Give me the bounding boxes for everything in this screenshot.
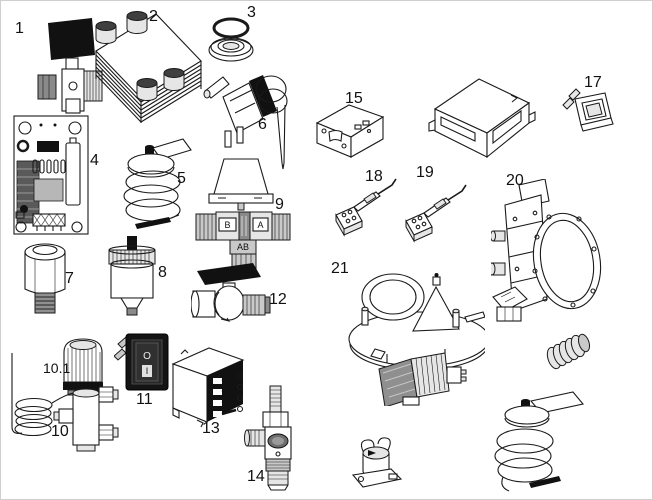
part-2-plate-heat-exchanger <box>86 6 206 124</box>
part-11-rocker-switch: O I <box>113 332 172 394</box>
vent-plug-drawing <box>24 243 66 314</box>
control-unit-drawing <box>428 78 536 159</box>
switch-on-symbol: I <box>146 366 149 376</box>
electrode-drawing <box>405 184 467 243</box>
part-limit-thermostat <box>349 437 405 495</box>
part-number-3: 3 <box>247 4 256 21</box>
part-ribbed-fitting <box>544 324 596 372</box>
part-number-18: 18 <box>365 168 383 185</box>
rocker-switch-drawing: O I <box>113 333 169 391</box>
port-ab-label: AB <box>237 242 249 252</box>
part-number-2: 2 <box>149 8 158 25</box>
part-1-pressure-switch <box>26 11 104 116</box>
fill-valve-drawing <box>244 385 292 491</box>
part-5-flow-sensor <box>119 134 193 236</box>
part-14-fill-valve <box>244 384 304 492</box>
part-number-13: 13 <box>202 420 220 437</box>
part-number-20: 20 <box>506 172 524 189</box>
part-7-vent-plug <box>19 239 71 317</box>
electrode-drawing <box>335 178 397 237</box>
part-number-19: 19 <box>416 164 434 181</box>
part-15-ignition-box <box>311 99 389 163</box>
connector-block-drawing <box>171 347 245 428</box>
part-number-4: 4 <box>90 152 99 169</box>
flow-sensor-drawing <box>123 138 192 229</box>
part-20-gas-valve <box>488 178 607 327</box>
part-flow-sensor-coil <box>491 389 591 499</box>
part-number-7: 7 <box>65 270 74 287</box>
part-9-three-way-valve: B A AB <box>194 154 292 272</box>
fan-assembly-drawing <box>348 273 490 408</box>
part-6-thermostat <box>197 67 301 171</box>
part-control-unit <box>427 71 539 163</box>
part-4-control-pcb <box>11 113 93 237</box>
part-number-8: 8 <box>158 264 167 281</box>
part-10-valve-coil <box>7 337 119 453</box>
part-number-6: 6 <box>258 116 267 133</box>
part-17-push-switch <box>559 84 617 136</box>
push-switch-drawing <box>562 88 614 132</box>
part-number-17: 17 <box>584 74 602 91</box>
flow-sensor-coil-drawing <box>494 391 585 492</box>
limit-thermostat-drawing <box>351 437 403 488</box>
port-b-label: B <box>224 220 230 230</box>
ignition-box-drawing <box>315 104 385 158</box>
thermostatic-head-drawing <box>63 338 103 396</box>
port-a-label: A <box>257 220 263 230</box>
valve-coil-drawing <box>11 353 119 452</box>
part-number-10: 10 <box>51 423 69 440</box>
part-number-11: 11 <box>136 391 153 408</box>
oring-seal-drawing <box>208 17 254 62</box>
part-18-electrode <box>332 177 402 239</box>
pressure-switch-drawing <box>37 18 103 114</box>
part-number-5: 5 <box>177 170 186 187</box>
part-21-fan-assembly <box>337 251 490 408</box>
plate-heat-exchanger-drawing <box>95 11 202 123</box>
part-number-15: 15 <box>345 90 363 107</box>
gas-valve-drawing <box>488 178 602 322</box>
part-number-9: 9 <box>275 196 284 213</box>
part-number-10-1: 10.1 <box>43 360 71 376</box>
thermostat-drawing <box>203 75 288 170</box>
ball-valve-drawing <box>190 263 271 322</box>
three-way-valve-drawing: B A AB <box>195 158 291 271</box>
part-number-12: 12 <box>269 291 287 308</box>
switch-off-symbol: O <box>143 351 151 362</box>
part-3-oring-seal <box>206 6 264 68</box>
ribbed-fitting-drawing <box>546 333 591 370</box>
part-12-ball-valve <box>190 261 279 329</box>
part-13-connector-block <box>167 344 255 428</box>
control-pcb-drawing <box>13 115 89 235</box>
auto-air-vent-drawing <box>108 236 156 316</box>
part-number-1: 1 <box>15 20 24 37</box>
part-19-electrode <box>402 181 472 243</box>
part-number-21: 21 <box>331 260 349 277</box>
part-10-1-thermostatic-head <box>59 332 107 396</box>
part-number-14: 14 <box>247 468 265 485</box>
part-8-auto-air-vent <box>102 234 162 316</box>
